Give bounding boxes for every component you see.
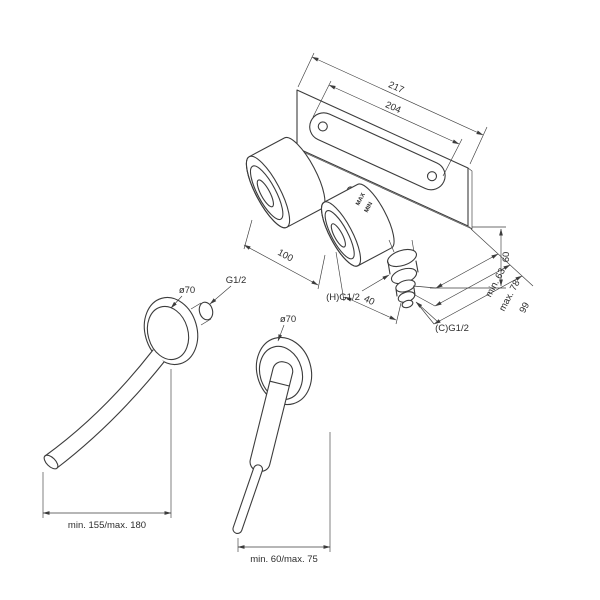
handle-diameter-label: ø70 <box>280 314 296 325</box>
assembly-isometric-view: 217 204 <box>243 52 534 334</box>
valve-cartridge-right <box>320 183 395 267</box>
cold-port-label: (C)G1/2 <box>435 323 469 334</box>
screw-hole-left <box>317 121 328 132</box>
min-marking-label: MIN <box>364 201 374 214</box>
hot-port-label: (H)G1/2 <box>326 292 360 303</box>
dimension-outlet-offset: 40 <box>335 251 402 325</box>
dim-depth-overall-label: 99 <box>517 301 532 316</box>
spout-escutcheon <box>143 296 199 366</box>
spout-side-view: ø70 G1/2 min. 155/max. 180 <box>42 275 246 531</box>
spout-thread-label: G1/2 <box>226 275 247 286</box>
dimension-spout-projection: min. 155/max. 180 <box>42 369 172 531</box>
spout-tube <box>43 349 165 470</box>
valve-cartridge-left <box>245 136 326 229</box>
spout-diameter-label: ø70 <box>179 285 195 296</box>
handle-side-view: ø70 min. 60/max. 75 <box>232 314 331 565</box>
handle-lever <box>232 361 294 535</box>
dimension-handle-projection: min. 60/max. 75 <box>237 432 331 565</box>
spout-projection-label: min. 155/max. 180 <box>68 520 146 531</box>
spout-mouth <box>43 454 59 470</box>
dim-60-label: 60 <box>501 252 512 263</box>
max-marking-label: MAX <box>355 192 367 207</box>
spout-labels: ø70 G1/2 <box>170 275 247 309</box>
handle-projection-label: min. 60/max. 75 <box>250 554 318 565</box>
spout-connection-nipple <box>190 301 214 326</box>
handle-labels: ø70 <box>277 314 296 342</box>
screw-hole-right <box>426 171 438 182</box>
dim-40-label: 40 <box>362 294 376 308</box>
outlet-elbow <box>386 239 419 309</box>
handle-escutcheon <box>255 336 313 406</box>
dimension-plate-width: 204 <box>312 80 463 177</box>
